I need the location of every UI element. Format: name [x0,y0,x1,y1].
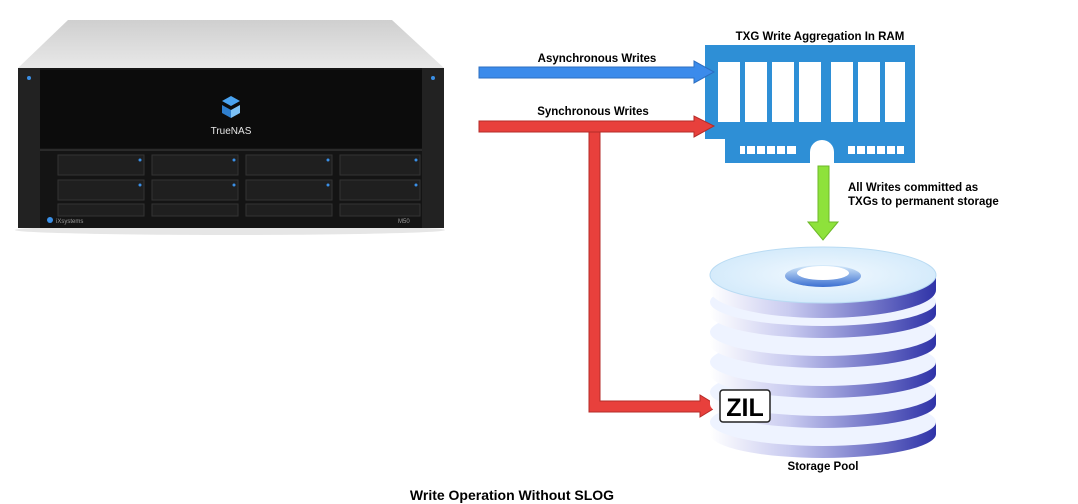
ixsystems-logo-icon [47,217,53,223]
right-status-led [431,76,435,80]
truenas-logo-icon [222,96,240,118]
drive-leds [138,158,418,187]
truenas-server: TrueNAS iXsystems M50 [15,20,445,235]
commit-label-line1: All Writes committed as [848,182,978,194]
drive-bays [57,154,421,217]
ram-module: TXG Write Aggregation In RAM [705,31,915,163]
sync-arrow-shape [478,115,716,138]
drive-bay [339,179,421,201]
drive-bay [57,154,145,176]
storage-pool: Storage Pool [709,246,937,473]
ram-chips [718,62,905,122]
commit-arrow: All Writes committed as TXGs to permanen… [806,165,999,241]
drive-bay [339,203,421,217]
drive-bay [245,203,333,217]
server-brand-text: TrueNAS [211,126,252,137]
ram-notch [810,140,834,163]
server-model-text: M50 [398,219,410,225]
zil-arrow-shape [588,131,719,418]
drive-bay [245,179,333,201]
storage-pool-label: Storage Pool [788,461,859,473]
zil-label: ZIL [726,394,764,422]
sync-writes-label: Synchronous Writes [537,106,649,118]
commit-label-line2: TXGs to permanent storage [848,196,999,208]
commit-arrow-shape [806,165,840,241]
async-write-arrow: Asynchronous Writes [478,53,716,84]
left-status-led [27,76,31,80]
drive-bay [339,154,421,176]
diagram-title: Write Operation Without SLOG [410,487,614,503]
drive-bay [57,203,145,217]
server-right-ear [422,68,444,228]
drive-bay [151,203,239,217]
server-left-ear [18,68,40,228]
zil-badge: ZIL [719,389,771,423]
sync-write-arrow: Synchronous Writes [478,106,716,138]
drive-bay [151,179,239,201]
async-writes-label: Asynchronous Writes [538,53,657,65]
drive-bay [151,154,239,176]
zil-box [719,389,771,423]
server-top-panel [18,20,444,68]
drive-bay [245,154,333,176]
server-maker-text: iXsystems [56,219,83,225]
server-front-bezel [40,70,422,148]
ram-contact-pins [745,146,897,154]
async-arrow-shape [478,60,716,84]
sync-to-zil-arrow [588,131,719,418]
drive-bay [57,179,145,201]
ram-label: TXG Write Aggregation In RAM [736,31,905,43]
disk-hub-hole [797,266,849,280]
disk-top-platter [709,246,937,318]
